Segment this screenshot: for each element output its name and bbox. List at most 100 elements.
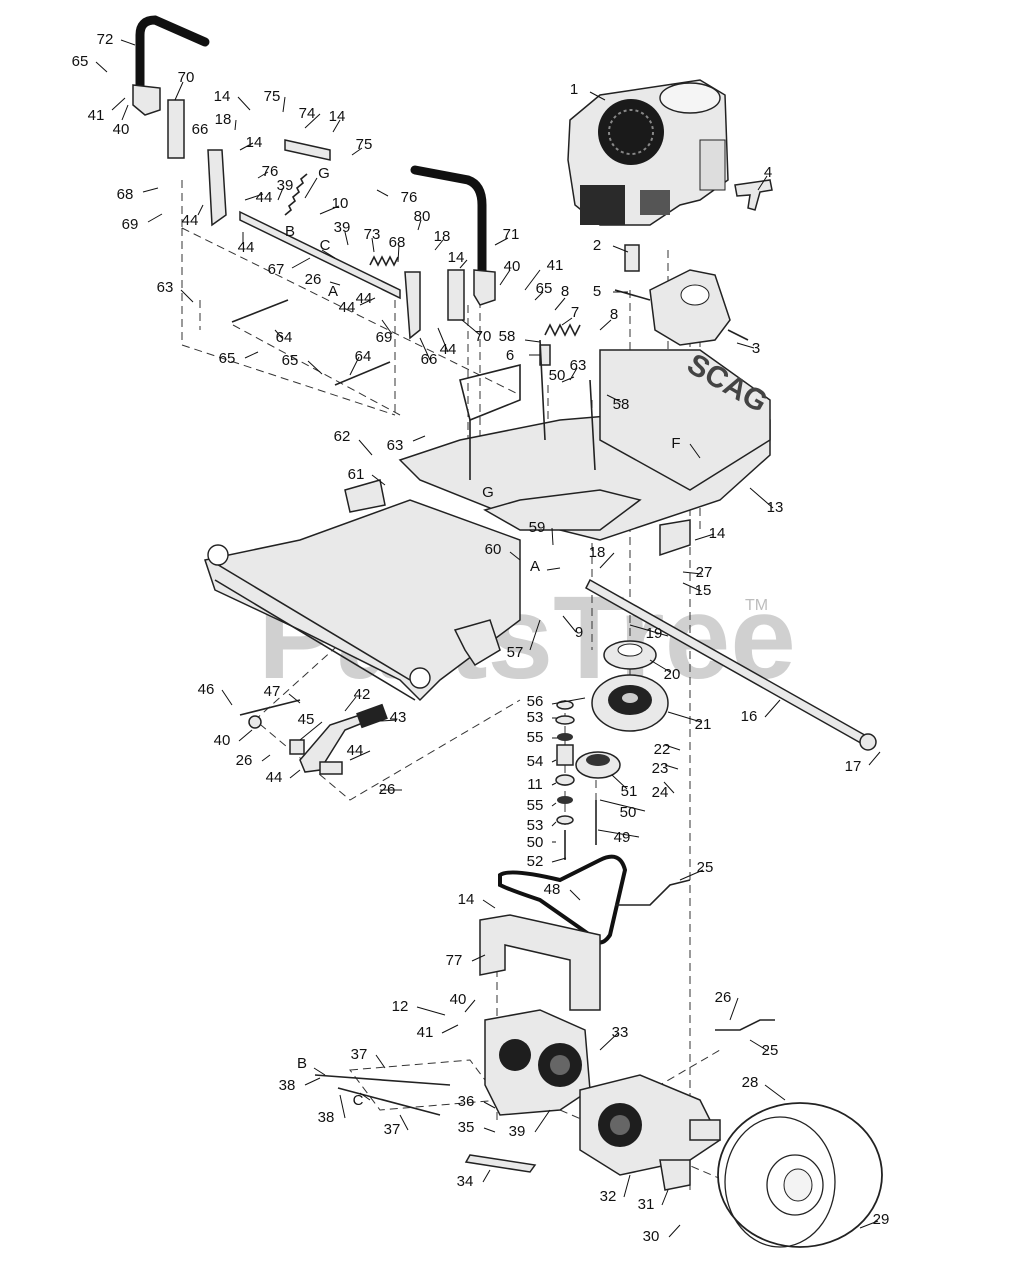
callout-label: 39 <box>334 219 351 236</box>
callout-label: G <box>482 484 494 501</box>
callout-label: 14 <box>214 88 231 105</box>
leader-lines <box>95 39 881 1238</box>
drive-belt-48 <box>498 854 628 945</box>
fitting-4 <box>734 179 773 211</box>
callout-label: 62 <box>334 428 351 445</box>
callout-label: F <box>671 435 680 452</box>
spacer-stack <box>555 700 597 860</box>
callout-label: 72 <box>97 31 114 48</box>
callout-label: 32 <box>600 1188 617 1205</box>
engine-pulley-hub-2 <box>624 244 640 272</box>
callout-label: 21 <box>695 716 712 733</box>
muffler <box>614 269 749 346</box>
callout-label: 77 <box>446 952 463 969</box>
callout-label: 41 <box>547 257 564 274</box>
callout-label: 12 <box>392 998 409 1015</box>
callout-label: 63 <box>157 279 174 296</box>
callout-label: 44 <box>182 212 199 229</box>
bracket-70-right <box>447 269 465 321</box>
callout-label: 69 <box>122 216 139 233</box>
callout-label: 39 <box>277 177 294 194</box>
callout-label: 60 <box>485 541 502 558</box>
callout-label: 18 <box>589 544 606 561</box>
callout-label: B <box>285 223 295 240</box>
callout-label: 76 <box>401 189 418 206</box>
pedal-assembly <box>239 699 388 775</box>
rod-64-lower <box>334 361 391 386</box>
callout-label: 50 <box>527 834 544 851</box>
callout-label: 55 <box>527 797 544 814</box>
callout-label: 66 <box>192 121 209 138</box>
callout-label: 53 <box>527 709 544 726</box>
transaxle-32 <box>579 1074 721 1176</box>
lever-66-left <box>207 149 227 227</box>
callout-label: 39 <box>509 1123 526 1140</box>
callout-label: 2 <box>593 237 601 254</box>
callout-label: 47 <box>264 683 281 700</box>
callout-label: 25 <box>697 859 714 876</box>
callout-label: 40 <box>450 991 467 1008</box>
callout-label: 6 <box>506 347 514 364</box>
damper-74 <box>284 139 331 161</box>
callout-label: 68 <box>117 186 134 203</box>
callout-label: 80 <box>414 208 431 225</box>
callout-label: 65 <box>219 350 236 367</box>
engine <box>567 79 729 226</box>
bracket-70-left <box>167 99 185 159</box>
callout-label: 64 <box>355 348 372 365</box>
callout-label: 65 <box>536 280 553 297</box>
callout-label: 65 <box>282 352 299 369</box>
callout-label: 18 <box>434 228 451 245</box>
callout-label: 48 <box>544 881 561 898</box>
callout-label: 54 <box>527 753 544 770</box>
callout-label: 22 <box>654 741 671 758</box>
callout-label: 50 <box>620 804 637 821</box>
callout-label: 4 <box>764 164 772 181</box>
callout-label: 44 <box>347 742 364 759</box>
callout-label: 61 <box>348 466 365 483</box>
callout-label: 38 <box>279 1077 296 1094</box>
callout-label: 20 <box>664 666 681 683</box>
callout-label: 15 <box>695 582 712 599</box>
callout-label: 52 <box>527 853 544 870</box>
callout-label: 26 <box>305 271 322 288</box>
callout-label: 59 <box>529 519 546 536</box>
callout-label: 50 <box>549 367 566 384</box>
rod-37-lower <box>337 1087 441 1116</box>
callout-label: 71 <box>503 226 520 243</box>
pto-clutch <box>591 674 669 732</box>
callout-label: C <box>320 237 331 254</box>
spring-7 <box>544 323 581 337</box>
callout-label: 51 <box>621 783 638 800</box>
callout-label: A <box>328 283 338 300</box>
callout-label: 53 <box>527 817 544 834</box>
control-shaft-67 <box>239 210 401 300</box>
callout-label: 42 <box>354 686 371 703</box>
callout-label: 55 <box>527 729 544 746</box>
callout-label: 11 <box>527 776 543 793</box>
callout-label: 74 <box>299 105 316 122</box>
callout-label: 28 <box>742 1074 759 1091</box>
spring-10 <box>284 173 308 216</box>
pulley-20 <box>603 640 657 670</box>
callout-label: 1 <box>570 81 578 98</box>
callout-label: 37 <box>351 1046 368 1063</box>
callout-label: 35 <box>458 1119 475 1136</box>
callout-label: 41 <box>88 107 105 124</box>
callout-label: 44 <box>356 290 373 307</box>
callout-label: 76 <box>262 163 279 180</box>
callout-label: G <box>318 165 330 182</box>
callout-label: 67 <box>268 261 285 278</box>
callout-label: 30 <box>643 1228 660 1245</box>
callout-label: 65 <box>72 53 89 70</box>
callout-label: 63 <box>570 357 587 374</box>
callout-label: 9 <box>575 624 583 641</box>
callout-label: 3 <box>752 340 760 357</box>
callout-label: 69 <box>376 329 393 346</box>
callout-label: 5 <box>593 283 601 300</box>
axle-16 <box>585 578 877 751</box>
lever-66-right <box>404 271 421 340</box>
callout-label: 44 <box>266 769 283 786</box>
